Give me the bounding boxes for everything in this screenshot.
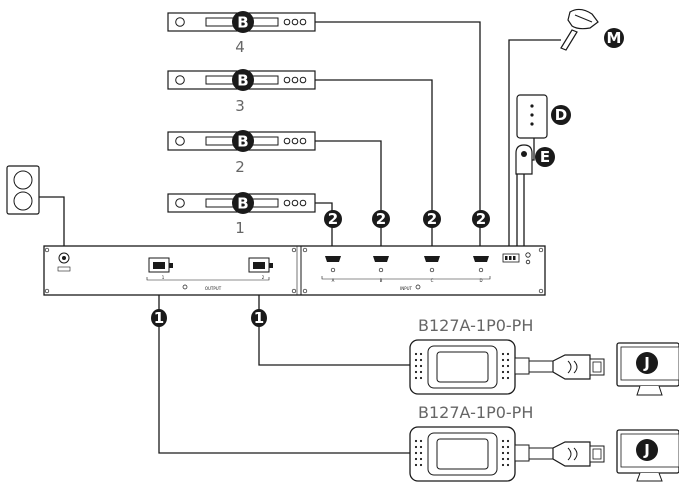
cable-output-1-extender-2 [158, 283, 410, 454]
terminal-block [502, 253, 520, 263]
badge-b-label: B [237, 133, 248, 151]
badge-1 [251, 309, 267, 327]
badge-e [535, 147, 555, 167]
badge-2 [423, 210, 441, 228]
power-outlet [6, 165, 40, 215]
extender-1: B127A-1P0-PH [409, 316, 605, 395]
output-port-2-label: 2 [262, 275, 265, 280]
source-device-2: B 2 [167, 130, 316, 176]
badge-2-label: 2 [376, 210, 386, 228]
badge-b [232, 130, 254, 152]
input-port-c-label: C [431, 278, 434, 283]
badge-1 [151, 309, 167, 327]
extender-model-label: B127A-1P0-PH [418, 316, 533, 335]
cable-scanner [508, 39, 561, 247]
badge-2 [324, 210, 342, 228]
output-port-1-label: 1 [162, 275, 165, 280]
rj45-cable-badges: 1 1 [151, 309, 267, 327]
input-port-d-label: D [479, 278, 482, 283]
badge-j-label: J [643, 441, 650, 459]
switch-unit: 1 2 OUTPUT A B C D INPUT [43, 245, 546, 296]
badge-j [636, 439, 658, 461]
badge-2-label: 2 [328, 210, 338, 228]
badge-b-label: B [237, 195, 248, 213]
badge-b-label: B [237, 14, 248, 32]
output-section-label: OUTPUT [205, 286, 222, 291]
status-led [525, 252, 531, 258]
badge-b [232, 69, 254, 91]
remote-device: D [516, 94, 571, 139]
push-button-device: E [515, 144, 555, 175]
input-section-label: INPUT [400, 286, 413, 291]
extender-model-label: B127A-1P0-PH [418, 403, 533, 422]
source-device-3: B 3 [167, 69, 316, 115]
badge-1-label: 1 [154, 309, 164, 327]
badge-j-label: J [643, 354, 650, 372]
source-number: 3 [235, 97, 245, 115]
source-device-4: B 4 [167, 11, 316, 56]
input-port-b-label: B [380, 278, 383, 283]
badge-2-label: 2 [476, 210, 486, 228]
badge-j [636, 352, 658, 374]
input-port-c [424, 256, 440, 273]
cable-power [39, 196, 65, 246]
badge-2-label: 2 [427, 210, 437, 228]
source-device-1: B 1 [167, 192, 316, 237]
input-port-d [473, 256, 489, 273]
source-number: 2 [235, 158, 245, 176]
badge-2 [372, 210, 390, 228]
input-port-a [325, 256, 341, 273]
cable-source-4-input-d [315, 21, 481, 247]
output-port-1 [148, 257, 173, 273]
input-port-b [373, 256, 389, 273]
source-number: 4 [235, 38, 245, 56]
cable-source-1-input-a [315, 202, 333, 247]
badge-1-label: 1 [254, 309, 264, 327]
badge-b-label: B [237, 72, 248, 90]
reset-button [525, 259, 531, 265]
badge-m-label: M [607, 29, 622, 47]
badge-b [232, 192, 254, 214]
badge-2 [472, 210, 490, 228]
monitor-1: J [616, 342, 679, 396]
source-number: 1 [235, 219, 245, 237]
badge-d-label: D [555, 106, 567, 124]
input-port-a-label: A [332, 278, 335, 283]
badge-b [232, 11, 254, 33]
cable-source-2-input-b [315, 140, 382, 247]
cable-source-3-input-c [315, 79, 433, 247]
badge-d [551, 105, 571, 125]
output-port-2 [248, 257, 273, 273]
dc-power-jack [57, 252, 71, 272]
barcode-scanner: M [560, 8, 624, 51]
extender-2: B127A-1P0-PH [409, 403, 605, 482]
badge-e-label: E [540, 148, 550, 166]
badge-m [604, 28, 624, 48]
hdmi-cable-badges: 2 2 2 2 [324, 210, 490, 228]
monitor-2: J [616, 429, 679, 482]
